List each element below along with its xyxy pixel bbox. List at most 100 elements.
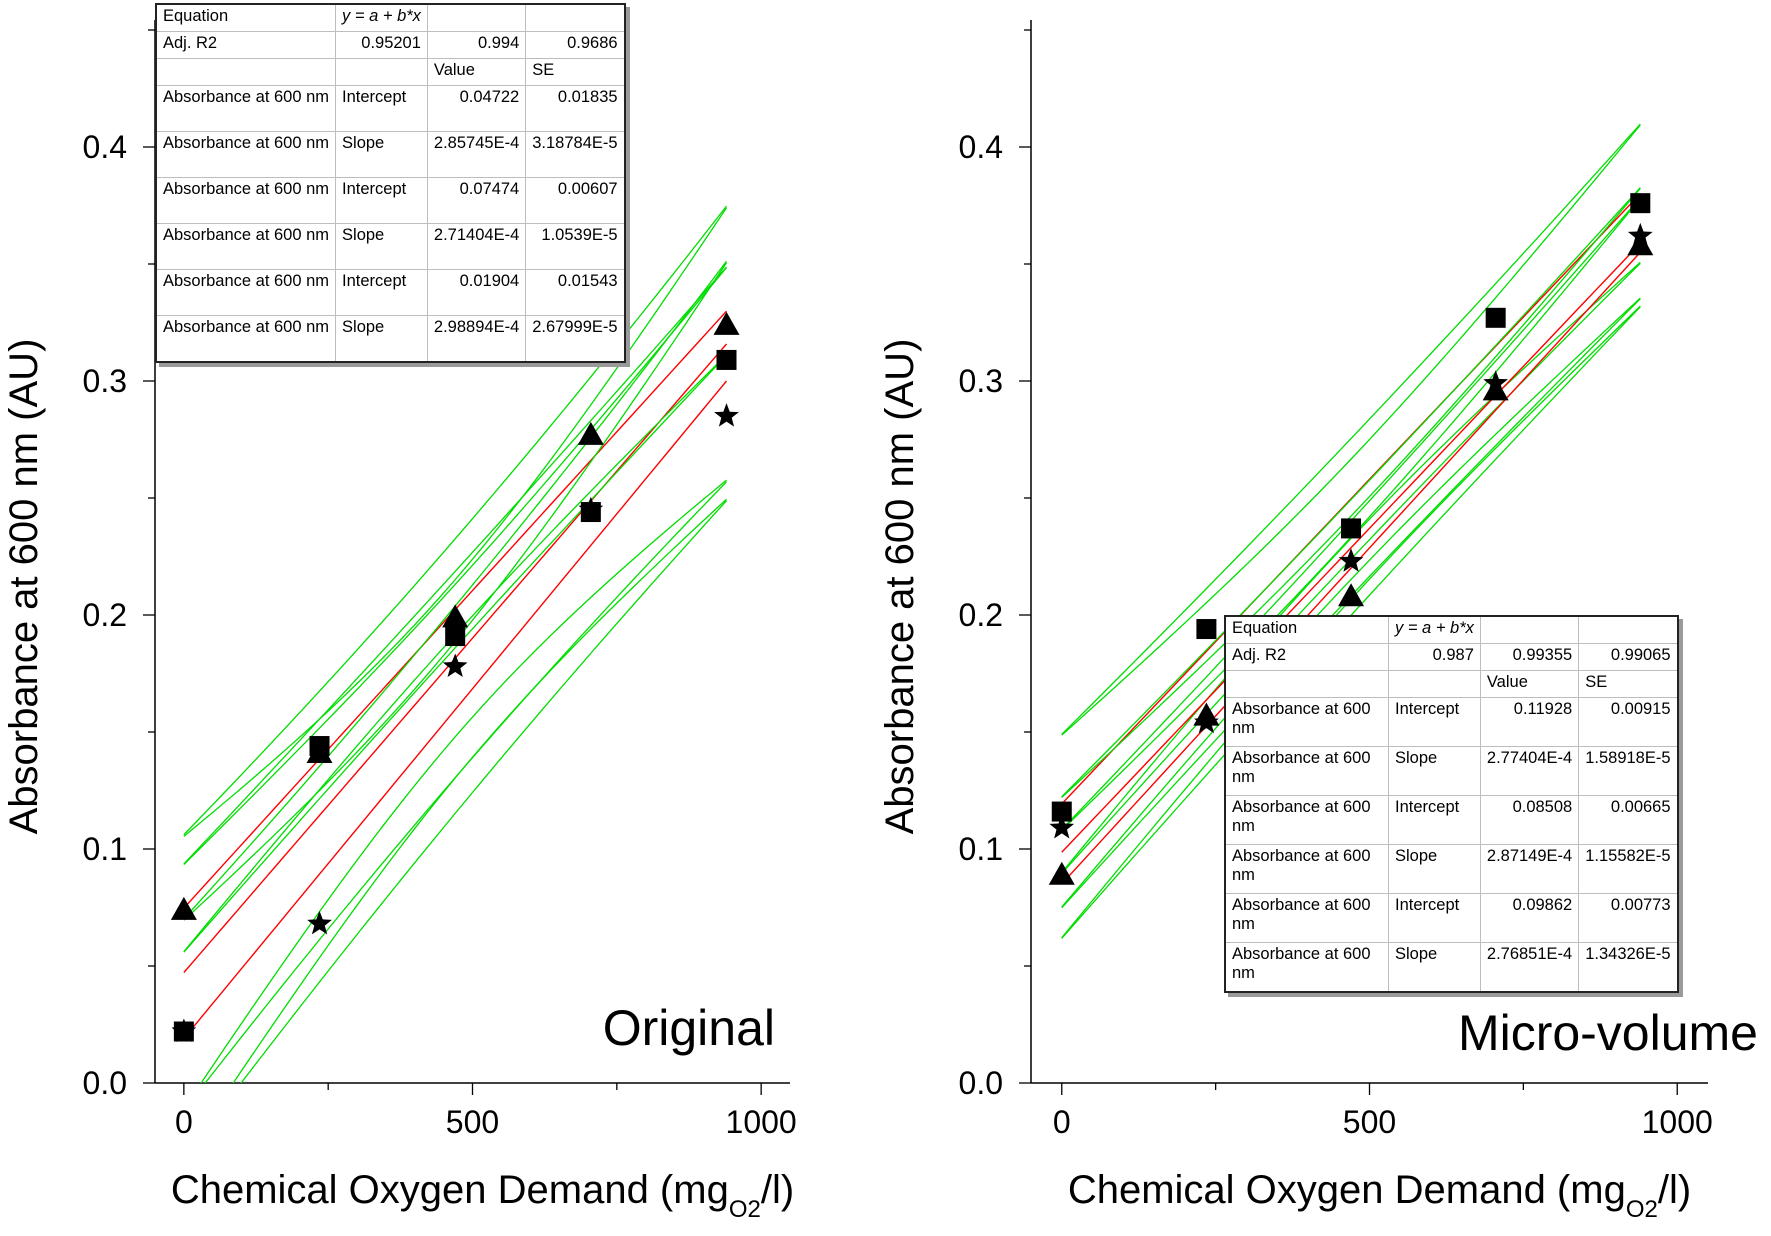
- y-tick-label: 0.0: [83, 1065, 127, 1101]
- table-row: Value SE: [155, 58, 626, 86]
- confidence-band-line: [1061, 261, 1641, 874]
- confidence-band-line: [232, 498, 727, 1083]
- table-row: Adj. R2 0.95201 0.994 0.9686: [155, 31, 626, 59]
- table-cell: 3.18784E-5: [525, 131, 626, 178]
- table-cell: [525, 3, 626, 32]
- data-point-square: [1341, 518, 1362, 539]
- table-cell: 2.76851E-4: [1479, 942, 1580, 993]
- confidence-band-line: [1061, 297, 1641, 908]
- panel-title: Original: [603, 1000, 775, 1056]
- x-axis-label-subscript: O2: [1626, 1196, 1658, 1223]
- x-axis-label-tail: /l): [761, 1168, 794, 1212]
- data-point-star: [714, 403, 739, 427]
- prediction-band-line: [183, 205, 728, 836]
- data-point-square: [445, 626, 466, 647]
- table-cell: Absorbance at 600 nm: [155, 269, 337, 316]
- table-cell: [155, 58, 337, 86]
- y-tick-label: 0.1: [83, 831, 127, 867]
- table-row: Absorbance at 600 nm Slope 2.87149E-4 1.…: [1224, 844, 1679, 894]
- panel-title: Micro-volume: [1458, 1005, 1758, 1061]
- prediction-band-line: [183, 354, 727, 953]
- table-cell: Slope: [1388, 942, 1481, 993]
- y-tick-label: 0.4: [83, 129, 127, 165]
- table-cell: Intercept: [335, 177, 428, 224]
- table-row: Absorbance at 600 nm Intercept 0.08508 0…: [1224, 795, 1679, 845]
- fit-line: [1061, 242, 1641, 853]
- x-axis-label-main: Chemical Oxygen Demand (mg: [171, 1168, 729, 1212]
- table-row: Absorbance at 600 nm Slope 2.76851E-4 1.…: [1224, 942, 1679, 993]
- data-point-triangle: [713, 311, 740, 335]
- confidence-band-line: [200, 479, 727, 1083]
- table-cell: [1224, 670, 1389, 698]
- table-cell: 0.01543: [525, 269, 626, 316]
- data-point-star: [1338, 548, 1364, 572]
- data-point-triangle: [170, 896, 197, 920]
- table-row: Absorbance at 600 nm Slope 2.85745E-4 3.…: [155, 131, 626, 178]
- confidence-band-line: [1061, 124, 1641, 736]
- table-cell: 0.04722: [426, 85, 527, 132]
- table-cell: 0.07474: [426, 177, 527, 224]
- table-cell: Intercept: [335, 269, 428, 316]
- data-point-triangle: [1482, 377, 1509, 401]
- x-tick-label: 1000: [726, 1104, 797, 1140]
- confidence-band-line: [183, 354, 727, 953]
- table-row: Absorbance at 600 nm Intercept 0.04722 0…: [155, 85, 626, 132]
- y-axis-label: Absorbance at 600 nm (AU): [878, 339, 922, 835]
- table-cell: 2.87149E-4: [1479, 844, 1580, 894]
- x-axis-label-subscript: O2: [729, 1196, 761, 1223]
- table-cell: 0.00665: [1578, 795, 1679, 845]
- table-row: Equation y = a + b*x: [155, 3, 626, 32]
- x-tick-label: 500: [1343, 1104, 1396, 1140]
- table-cell: 1.15582E-5: [1578, 844, 1679, 894]
- data-point-triangle: [577, 421, 604, 445]
- table-cell: [1479, 615, 1580, 644]
- table-cell: 0.9686: [525, 31, 626, 59]
- data-point-square: [1485, 307, 1506, 328]
- y-tick-label: 0.3: [959, 363, 1003, 399]
- table-cell: 0.99065: [1578, 643, 1679, 671]
- y-axis-label: Absorbance at 600 nm (AU): [2, 339, 46, 835]
- data-point-triangle: [1338, 583, 1365, 607]
- x-tick-label: 0: [1053, 1104, 1071, 1140]
- table-row: Value SE: [1224, 670, 1679, 698]
- data-point-triangle: [442, 604, 469, 628]
- table-cell: 0.09862: [1479, 893, 1580, 943]
- table-cell: [426, 3, 527, 32]
- table-row: Absorbance at 600 nm Slope 2.77404E-4 1.…: [1224, 746, 1679, 796]
- data-point-star: [1194, 709, 1219, 734]
- table-cell: Absorbance at 600 nm: [1224, 893, 1389, 943]
- table-cell: Absorbance at 600 nm: [1224, 795, 1389, 845]
- table-cell: Value: [426, 58, 527, 86]
- table-cell: SE: [1578, 670, 1679, 698]
- table-cell: Absorbance at 600 nm: [1224, 844, 1389, 894]
- table-cell: [1388, 670, 1481, 698]
- table-cell: 0.987: [1388, 643, 1481, 671]
- table-cell: 0.01904: [426, 269, 527, 316]
- table-cell: Slope: [1388, 746, 1481, 796]
- x-axis-label: Chemical Oxygen Demand (mgO2/l): [171, 1168, 794, 1223]
- table-cell: Absorbance at 600 nm: [155, 223, 337, 270]
- table-cell: 0.08508: [1479, 795, 1580, 845]
- y-tick-label: 0.1: [959, 831, 1003, 867]
- y-tick-label: 0.2: [959, 597, 1003, 633]
- table-cell: Slope: [335, 315, 428, 363]
- x-axis-label-main: Chemical Oxygen Demand (mg: [1068, 1168, 1626, 1212]
- x-tick-label: 500: [446, 1104, 499, 1140]
- data-point-star: [578, 496, 604, 521]
- table-cell: 0.00773: [1578, 893, 1679, 943]
- data-point-square: [1196, 619, 1217, 640]
- table-cell: y = a + b*x: [1388, 615, 1481, 644]
- data-point-star: [1049, 814, 1075, 839]
- y-tick-label: 0.2: [83, 597, 127, 633]
- table-cell: Absorbance at 600 nm: [1224, 746, 1389, 796]
- prediction-band-line: [1061, 123, 1641, 735]
- regression-table-original: Equation y = a + b*x Adj. R2 0.95201 0.9…: [155, 3, 626, 363]
- table-cell: 0.994: [426, 31, 527, 59]
- data-point-star: [171, 1018, 197, 1042]
- table-cell: 0.95201: [335, 31, 428, 59]
- table-cell: 0.00607: [525, 177, 626, 224]
- table-cell: Slope: [1388, 844, 1481, 894]
- confidence-band-line: [183, 207, 728, 837]
